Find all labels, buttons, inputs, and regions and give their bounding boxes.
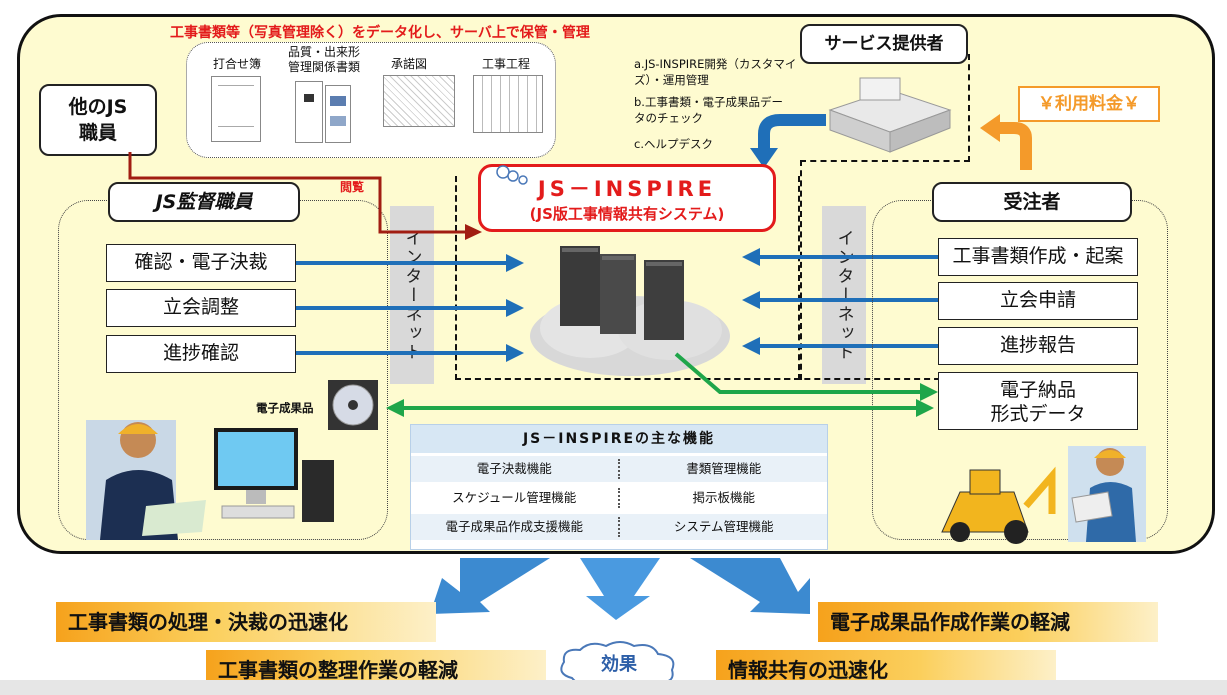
supervisor-task: 立会調整 <box>106 289 296 327</box>
doc-label: 承諾図 <box>390 57 427 71</box>
service-provider-label: サービス提供者 <box>800 24 968 64</box>
contractor-illustration <box>941 446 1146 544</box>
orange-fee-arrow <box>980 114 1032 170</box>
other-js-staff: 他のJS 職員 <box>39 84 157 156</box>
contractor-label: 受注者 <box>932 182 1132 222</box>
feature-item: スケジュール管理機能 <box>452 490 577 505</box>
dashed-line <box>800 160 802 380</box>
supervisor-arrows <box>296 254 524 362</box>
building-illustration <box>828 77 952 153</box>
doc-label: 打合せ簿 <box>212 57 261 71</box>
features-row: 電子決裁機能 書類管理機能 <box>411 456 827 482</box>
js-supervisor-label: JS監督職員 <box>108 182 300 222</box>
supervisor-illustration <box>86 420 334 540</box>
doc-thumbnail <box>211 76 261 142</box>
dashed-line <box>800 160 970 162</box>
doc-thumbnail <box>295 81 323 143</box>
service-item: c.ヘルプデスク <box>634 137 713 151</box>
electronic-deliverable-label: 電子成果品 <box>256 401 314 415</box>
feature-item: 書類管理機能 <box>686 461 762 476</box>
top-caption: 工事書類等（写真管理除く）をデータ化し、サーバ上で保管・管理 <box>170 25 590 41</box>
cloud-icon <box>496 165 528 185</box>
features-row: 電子成果品作成支援機能 システム管理機能 <box>411 514 827 540</box>
electronic-delivery-data: 電子納品 形式データ <box>938 372 1138 430</box>
effects-label: 効果 <box>601 654 637 675</box>
service-item: a.JS-INSPIRE開発（カスタマイズ）・運用管理 <box>634 57 797 87</box>
browse-line <box>128 152 482 240</box>
document-group: 打合せ簿 品質・出来形 管理関係書類 承諾図 工事工程 <box>186 42 556 158</box>
contractor-arrows <box>742 248 940 355</box>
service-item: b.工事書類・電子成果品データのチェック <box>634 95 783 125</box>
effect-arrows <box>430 558 810 620</box>
dashed-line <box>968 54 970 162</box>
system-dashed-box <box>455 176 800 380</box>
feature-item: システム管理機能 <box>673 519 774 534</box>
feature-item: 掲示板機能 <box>692 490 755 505</box>
effect-item: 電子成果品作成作業の軽減 <box>818 602 1158 642</box>
supervisor-task: 進捗確認 <box>106 335 296 373</box>
contractor-task: 立会申請 <box>938 282 1138 320</box>
feature-item: 電子成果品作成支援機能 <box>445 519 583 534</box>
features-table: JS－INSPIREの主な機能 電子決裁機能 書類管理機能 スケジュール管理機能… <box>410 424 828 550</box>
doc-thumbnail <box>325 85 351 143</box>
features-title: JS－INSPIREの主な機能 <box>411 425 827 453</box>
provider-to-system-arrow <box>750 114 826 168</box>
feature-item: 電子決裁機能 <box>476 461 552 476</box>
contractor-task: 工事書類作成・起案 <box>938 238 1138 276</box>
doc-thumbnail <box>473 75 543 133</box>
supervisor-task: 確認・電子決裁 <box>106 244 296 282</box>
system-subtitle: (JS版工事情報共有システム) <box>529 205 725 223</box>
effect-item: 工事書類の処理・決裁の迅速化 <box>56 602 436 642</box>
system-name: JS－INSPIRE <box>537 177 717 201</box>
cd-icon <box>328 380 378 430</box>
doc-thumbnail <box>383 75 455 127</box>
internet-bar-right: インターネット <box>822 206 866 384</box>
system-title-box: JS－INSPIRE (JS版工事情報共有システム) <box>478 164 776 232</box>
doc-label: 品質・出来形 管理関係書類 <box>287 45 360 74</box>
contractor-task: 進捗報告 <box>938 327 1138 365</box>
features-row: スケジュール管理機能 掲示板機能 <box>411 485 827 511</box>
bottom-band <box>0 680 1227 695</box>
green-arrows <box>386 352 938 417</box>
browse-label: 閲覧 <box>340 180 365 194</box>
doc-label: 工事工程 <box>481 57 530 71</box>
usage-fee-label: ￥利用料金￥ <box>1018 86 1160 122</box>
